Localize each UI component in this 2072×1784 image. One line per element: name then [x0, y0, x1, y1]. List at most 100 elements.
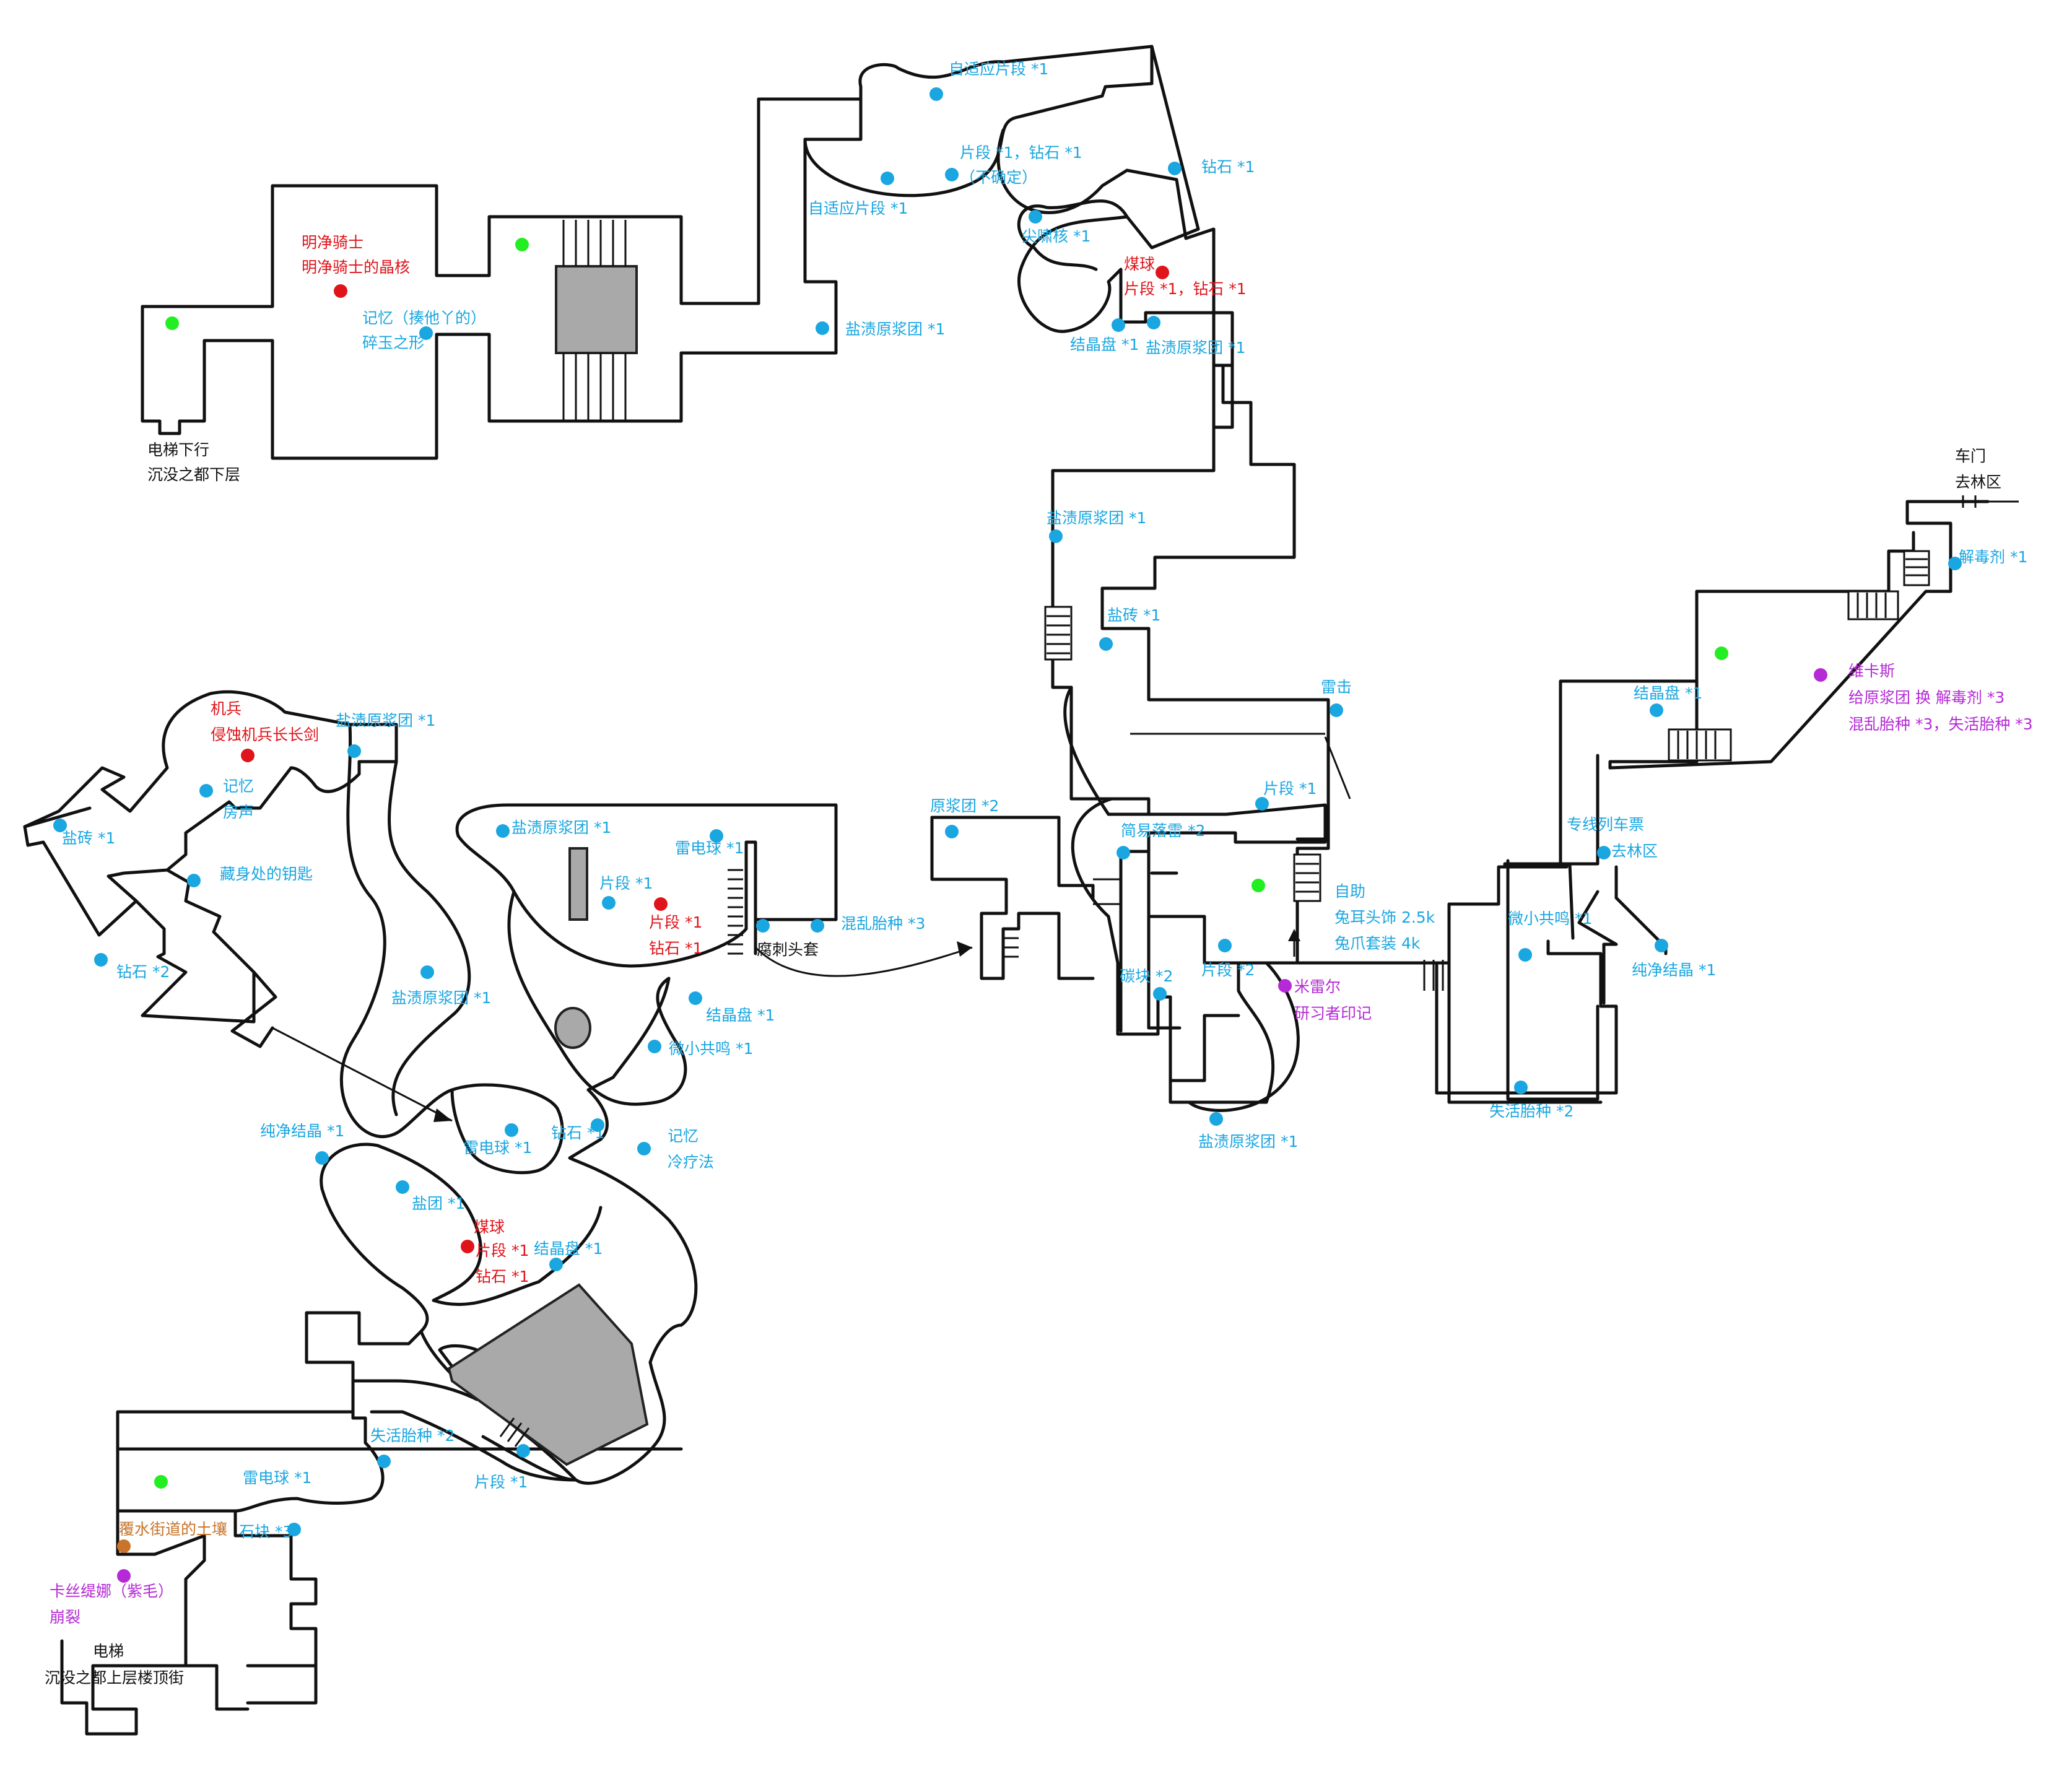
marker-antidote	[1948, 557, 1962, 570]
label-fragment-diamond: 片段 *1，钻石 *1	[960, 144, 1082, 162]
label-diamond-2: 钻石 *2	[116, 963, 170, 981]
marker-crystal-disc-1	[1112, 318, 1125, 332]
marker-salt-plasma-4	[1209, 1112, 1223, 1126]
walls-far-right	[1447, 495, 2019, 1104]
label-fragment-l1: 片段 *1	[599, 874, 653, 892]
marker-fragment-r1	[1255, 797, 1269, 811]
route-arrow-east	[754, 946, 973, 977]
route-arrow-southeast	[272, 1027, 453, 1122]
marker-save-bottom	[154, 1475, 168, 1489]
marker-stone-block	[287, 1523, 301, 1536]
marker-coal-ball-1	[1156, 266, 1169, 279]
label-cold-therapy: 冷疗法	[668, 1153, 714, 1171]
marker-vicas	[1814, 668, 1827, 682]
walls-bottom-left	[60, 1142, 683, 1736]
marker-chaos-seed-a	[756, 919, 770, 933]
marker-save-topleft	[165, 316, 179, 330]
marker-crystal-disc-r	[1650, 703, 1663, 717]
label-vicas: 维卡斯	[1848, 662, 1895, 680]
marker-howl-core	[1029, 210, 1042, 224]
label-fragment-r2: 片段 *2	[1201, 961, 1255, 979]
label-thunder-ball-3: 雷电球 *1	[243, 1469, 311, 1487]
label-diamond-1a: 钻石 *1	[1201, 158, 1255, 176]
label-crystal-disc-1: 结晶盘 *1	[1070, 336, 1139, 354]
label-crystal-disc-r: 结晶盘 *1	[1634, 684, 1702, 702]
arrowhead-north	[1288, 929, 1300, 941]
marker-diamond-l2	[591, 1118, 604, 1132]
route-arrows	[272, 929, 1300, 1122]
label-sunken-upper: 沉没之都上层楼顶街	[45, 1669, 184, 1687]
label-to-forest-top: 去林区	[1955, 473, 2001, 491]
label-salt-brick-1: 盐砖 *1	[1107, 606, 1160, 624]
label-bunny-ear: 兔耳头饰 2.5k	[1334, 908, 1435, 926]
label-salt-plasma-5: 盐渍原浆团 *1	[336, 711, 435, 729]
marker-train-ticket	[1597, 846, 1611, 859]
label-fragment-r1: 片段 *1	[1263, 780, 1317, 798]
label-salt-plasma-2: 盐渍原浆团 *1	[1146, 339, 1245, 357]
marker-fragment-r2	[1218, 939, 1232, 952]
walls-center	[930, 816, 1121, 980]
label-rot-helmet: 腐刺头套	[757, 941, 819, 959]
marker-thunder-ball-2	[505, 1123, 518, 1137]
marker-adaptive-1	[929, 87, 943, 101]
label-thunder-ball-2: 雷电球 *1	[463, 1139, 532, 1157]
label-flood-soil: 覆水街道的土壤	[119, 1520, 227, 1538]
stairs-left-a	[728, 869, 743, 955]
label-tiny-resonance-r: 微小共鸣 *1	[1508, 910, 1592, 928]
marker-lost-seed-l	[377, 1455, 391, 1468]
label-salt-plasma-6: 盐渍原浆团 *1	[511, 819, 611, 837]
label-pure-crystal-r: 纯净结晶 *1	[1632, 961, 1716, 979]
marker-thunder	[1330, 703, 1343, 717]
marker-save-top	[515, 238, 529, 251]
label-original-plasma: 原浆团 *2	[930, 797, 999, 815]
label-mingjing-knight: 明净骑士	[302, 233, 363, 251]
marker-coal-ball-2	[461, 1240, 474, 1253]
stairs-center	[1003, 928, 1019, 958]
label-apprentice-mark: 研习者印记	[1294, 1004, 1372, 1022]
label-coal-ball-2: 煤球	[474, 1218, 505, 1236]
marker-salt-brick-2	[53, 819, 67, 832]
label-simple-mine: 简易落雷 *2	[1121, 822, 1205, 840]
walls-top-middle	[757, 45, 1330, 841]
hatch-right	[1130, 733, 1444, 991]
label-salt-plasma-4: 盐渍原浆团 *1	[1198, 1133, 1298, 1151]
label-salt-lump: 盐团 *1	[412, 1194, 465, 1212]
label-salt-plasma-7: 盐渍原浆团 *1	[391, 989, 491, 1007]
labels: 明净骑士 明净骑士的晶核 记忆（揍他丫的） 碎玉之形 电梯下行 沉没之都下层 自…	[45, 60, 2033, 1687]
label-fragment-l3: 片段 *1	[476, 1242, 529, 1260]
marker-diamond-1a	[1168, 162, 1182, 175]
label-fragment-l4: 片段 *1	[474, 1473, 528, 1491]
marker-salt-brick-1	[1099, 637, 1113, 651]
marker-salt-plasma-1	[816, 321, 829, 335]
marker-crystal-disc-l	[689, 991, 702, 1005]
label-salt-plasma-1: 盐渍原浆团 *1	[845, 320, 945, 338]
marker-salt-plasma-6	[496, 824, 510, 838]
marker-memory-3	[637, 1142, 651, 1155]
label-frag-diamond-b: 片段 *1，钻石 *1	[1124, 280, 1247, 298]
label-memory-3: 记忆	[668, 1127, 699, 1145]
label-uncertain: （不确定）	[960, 168, 1037, 186]
hatch-bottom	[499, 1417, 530, 1447]
marker-thunder-ball-1	[710, 829, 723, 843]
label-give-plasma: 给原浆团 换 解毒剂 *3	[1848, 689, 2005, 707]
label-howl-core: 尖啸核 *1	[1022, 227, 1090, 245]
walls-left	[23, 690, 838, 1327]
stairs-right-a	[1293, 853, 1321, 902]
label-adaptive-2: 自适应片段 *1	[808, 199, 908, 217]
label-crystal-disc-l2: 结晶盘 *1	[534, 1240, 603, 1258]
label-collapse: 崩裂	[50, 1608, 81, 1626]
label-chaos-seed-trade: 混乱胎种 *3，失活胎种 *3	[1848, 715, 2033, 733]
marker-kasitina	[117, 1569, 131, 1583]
marker-simple-mine	[1117, 846, 1130, 859]
marker-mingjing-knight	[334, 284, 347, 298]
label-salt-plasma-3: 盐渍原浆团 *1	[1047, 509, 1146, 527]
stairs-right-d	[1903, 550, 1930, 586]
label-sunken-lower: 沉没之都下层	[147, 466, 240, 484]
label-diamond-l3: 钻石 *1	[476, 1268, 529, 1286]
marker-memory-2	[199, 784, 213, 798]
label-memory-2: 记忆	[223, 777, 254, 795]
label-mech-soldier: 机兵	[211, 700, 242, 718]
marker-salt-plasma-3	[1049, 529, 1063, 543]
label-lost-seed-l: 失活胎种 *2	[370, 1427, 455, 1445]
marker-carbon-block	[1153, 987, 1167, 1001]
